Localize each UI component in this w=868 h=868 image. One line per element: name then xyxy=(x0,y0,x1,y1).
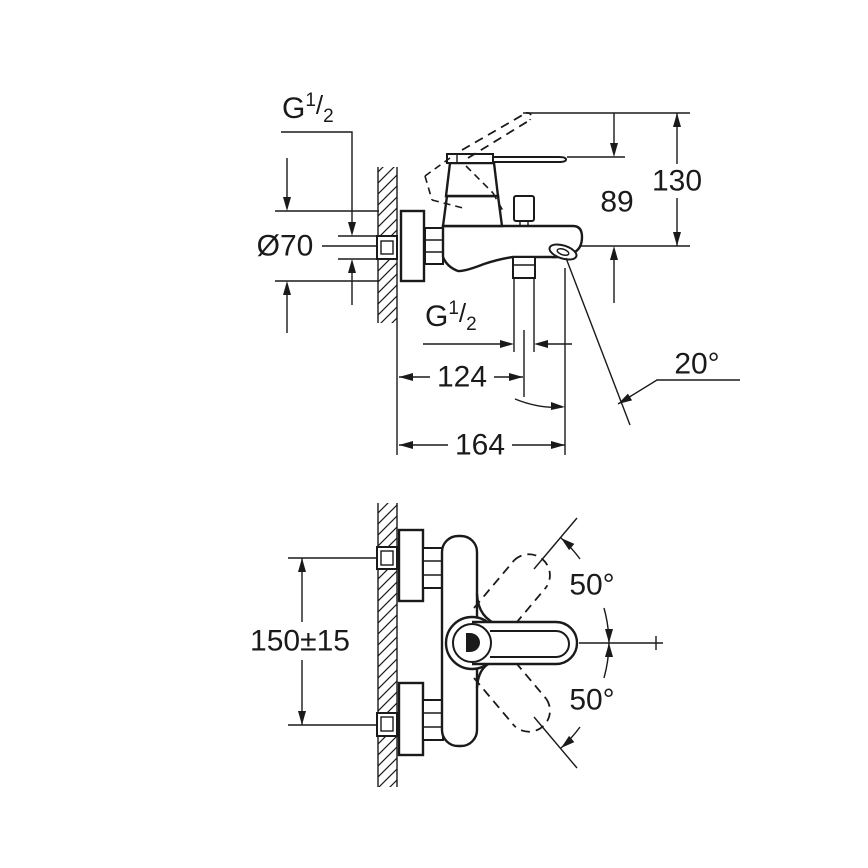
label-handle-top-height: 130 xyxy=(652,165,702,198)
arrowhead xyxy=(348,259,356,273)
fitting-body xyxy=(376,546,398,570)
label-escutcheon-diameter: Ø70 xyxy=(257,230,314,263)
dim-spout-projection: 164 xyxy=(399,268,566,462)
lower-connection xyxy=(376,681,444,757)
wall-hatch xyxy=(378,503,397,787)
arrowhead xyxy=(551,402,565,410)
dim-heights: 89 130 xyxy=(523,112,702,303)
label-spout-angle: 20° xyxy=(674,348,719,381)
side-view: G1/2 Ø70 89 130 xyxy=(257,90,740,462)
arrowhead xyxy=(298,558,306,572)
lever-indicator-mark xyxy=(466,633,480,652)
dim-thread-wall: G1/2 xyxy=(281,90,356,305)
fitting-body xyxy=(376,712,398,737)
arrowhead xyxy=(610,246,618,260)
wall-section-front xyxy=(377,503,398,787)
union-nut xyxy=(422,547,444,589)
arrowhead xyxy=(298,711,306,725)
arrowhead xyxy=(534,340,548,348)
handle-skirt xyxy=(444,161,500,198)
fitting-body xyxy=(376,235,398,260)
escutcheon xyxy=(399,209,426,283)
escutcheon xyxy=(397,528,425,603)
angle-leader xyxy=(617,379,740,405)
wall-pipe-fitting xyxy=(338,235,398,260)
arrowhead xyxy=(509,373,523,381)
arrowhead xyxy=(605,629,613,643)
arrowhead xyxy=(605,643,613,657)
front-view: 50° 50° 150±15 xyxy=(250,503,663,787)
dim-outlet-projection: 124 xyxy=(399,361,523,394)
arrowhead xyxy=(399,373,413,381)
union-nut xyxy=(422,699,444,741)
dim-connection-distance: 150±15 xyxy=(250,558,350,725)
label-swing-down: 50° xyxy=(569,684,614,717)
arrowhead xyxy=(561,538,575,551)
label-swing-up: 50° xyxy=(569,569,614,602)
label-outlet-projection: 124 xyxy=(437,361,487,394)
label-thread-wall: G1/2 xyxy=(282,90,334,127)
skirt-rotated-dashed xyxy=(424,157,504,212)
cartridge-dome xyxy=(441,194,504,228)
dim-escutcheon-diameter: Ø70 xyxy=(257,158,379,333)
spout-angle-line xyxy=(565,257,631,426)
arrowhead xyxy=(610,143,618,157)
dim-thread-outlet: G1/2 xyxy=(423,298,572,348)
arrowhead xyxy=(283,281,291,295)
lever-inner-contour xyxy=(490,630,570,658)
arrowhead xyxy=(283,197,291,211)
arrowhead xyxy=(399,441,413,449)
lever-handle-side xyxy=(446,153,568,164)
label-spout-height: 89 xyxy=(600,186,633,219)
escutcheon xyxy=(397,681,425,757)
spout-aerator xyxy=(548,243,578,261)
cartridge-circle-inner xyxy=(452,623,492,663)
arrowhead xyxy=(673,232,681,246)
lever-raised-dashed xyxy=(461,111,532,159)
label-spout-projection: 164 xyxy=(455,429,505,462)
dim-spout-angle: 20° xyxy=(514,257,740,426)
arrowhead xyxy=(551,441,565,449)
wall-section xyxy=(377,167,398,455)
fitting-inner xyxy=(380,716,394,732)
arrowhead xyxy=(561,735,575,748)
label-connection-distance: 150±15 xyxy=(250,625,350,658)
union-nut xyxy=(424,227,444,265)
arrowhead xyxy=(500,340,514,348)
label-thread-outlet: G1/2 xyxy=(425,298,477,335)
swing-down-extension xyxy=(533,716,578,769)
upper-connection xyxy=(376,528,444,603)
diverter-knob xyxy=(513,195,535,226)
lever-handle-front xyxy=(472,620,579,666)
fitting-inner xyxy=(380,240,394,255)
arrowhead xyxy=(348,222,356,236)
arrowhead xyxy=(673,113,681,127)
fitting-inner xyxy=(380,550,394,566)
shower-outlet-fitting xyxy=(512,256,536,397)
dim-handle-swing: 50° 50° xyxy=(533,517,663,769)
swing-up-extension xyxy=(533,517,578,570)
